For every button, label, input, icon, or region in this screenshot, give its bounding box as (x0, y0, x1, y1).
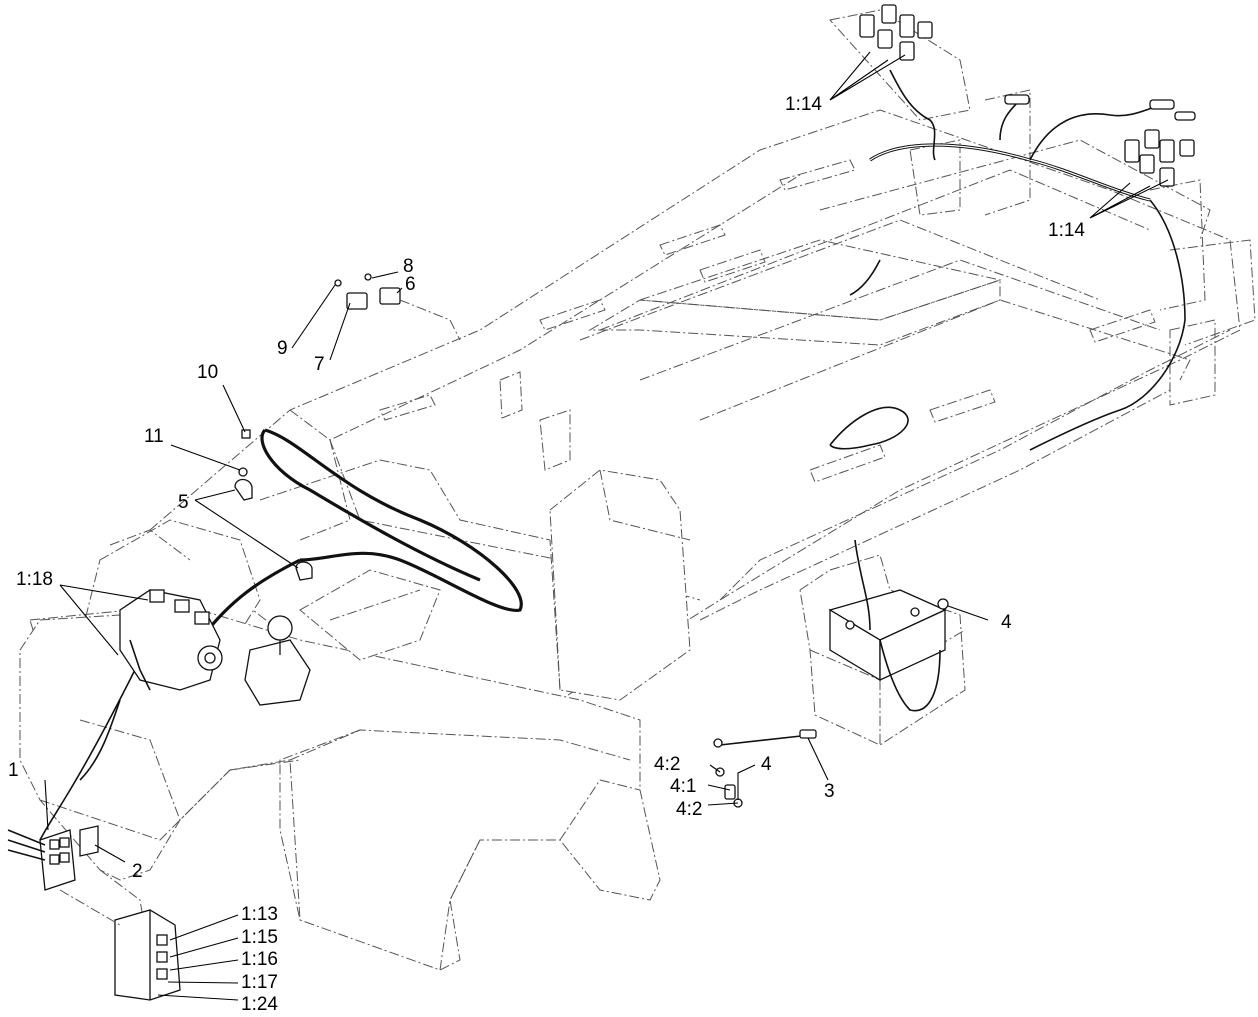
callout-8: 8 (403, 256, 414, 277)
callout-1-16: 1:16 (241, 949, 278, 970)
callout-1-13: 1:13 (241, 904, 278, 925)
callout-7: 7 (314, 354, 325, 375)
clamps-and-nuts (234, 429, 313, 581)
callout-11: 11 (144, 426, 164, 447)
callout-1-24: 1:24 (241, 994, 278, 1015)
fuse-block (7, 825, 181, 1001)
callout-4-battery: 4 (1001, 612, 1012, 633)
fuse-holder-cable (713, 598, 949, 808)
callout-4-1: 4:1 (670, 776, 696, 797)
callout-10: 10 (197, 362, 218, 383)
callout-labels: 1:14 1:14 8 6 9 7 10 11 5 1:18 4 1 2 3 4… (8, 94, 1085, 1015)
callout-1-17: 1:17 (241, 972, 278, 993)
relay-assembly (334, 273, 461, 341)
callout-3: 3 (824, 781, 835, 802)
chassis-frame-outline (149, 9, 1256, 741)
callout-6: 6 (405, 274, 416, 295)
callout-1-18: 1:18 (16, 569, 53, 590)
callout-5: 5 (178, 492, 189, 513)
callout-2: 2 (132, 861, 143, 882)
front-body-outline (19, 609, 661, 971)
callout-1: 1 (8, 760, 19, 781)
callout-4-fuse: 4 (761, 754, 772, 775)
callout-1-14-right: 1:14 (1048, 220, 1085, 241)
rear-connectors (859, 4, 1196, 187)
callout-4-2-top: 4:2 (654, 754, 680, 775)
callout-1-14-top: 1:14 (785, 94, 822, 115)
callout-leaders (44, 51, 1169, 1001)
callout-4-2-bottom: 4:2 (676, 799, 702, 820)
callout-9: 9 (277, 338, 288, 359)
callout-1-15: 1:15 (241, 927, 278, 948)
main-wire-harness (198, 143, 1151, 641)
shifter-console (244, 569, 441, 706)
dash-harness-detail (119, 589, 223, 691)
